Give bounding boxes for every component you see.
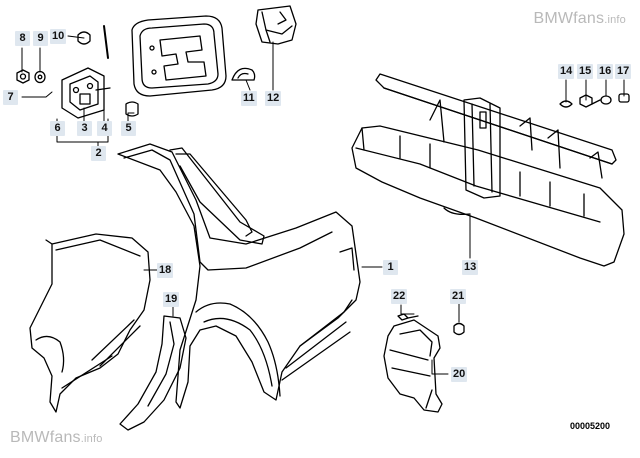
watermark-bottom: BMWfans.info bbox=[10, 429, 103, 446]
callout-9: 9 bbox=[33, 31, 48, 46]
callout-5: 5 bbox=[121, 121, 136, 136]
fender-section-18 bbox=[29, 233, 151, 413]
callout-17: 17 bbox=[615, 64, 632, 79]
callout-18: 18 bbox=[157, 263, 174, 278]
callout-20: 20 bbox=[451, 367, 468, 382]
callout-3: 3 bbox=[77, 121, 92, 136]
side-panel-1 bbox=[117, 143, 361, 409]
fasteners-top-right bbox=[559, 93, 630, 108]
callout-14: 14 bbox=[558, 64, 575, 79]
callout-19: 19 bbox=[163, 292, 180, 307]
fasteners-top-left bbox=[16, 25, 109, 84]
bracket-12 bbox=[255, 5, 297, 45]
callout-4: 4 bbox=[97, 121, 112, 136]
trim-strip-19 bbox=[119, 315, 187, 431]
leader-lines bbox=[21, 35, 625, 375]
callout-8: 8 bbox=[15, 31, 30, 46]
callout-12: 12 bbox=[265, 91, 282, 106]
mud-flap-20 bbox=[383, 313, 465, 413]
callout-13: 13 bbox=[462, 260, 479, 275]
watermark-top: BMWfans.info bbox=[533, 10, 626, 27]
callout-10: 10 bbox=[50, 29, 67, 44]
callout-21: 21 bbox=[450, 289, 467, 304]
diagram-code: 00005200 bbox=[569, 421, 610, 431]
fuel-filler-flap bbox=[131, 15, 227, 97]
callout-1: 1 bbox=[383, 260, 398, 275]
callout-2: 2 bbox=[91, 146, 106, 161]
fuel-flap-hinge bbox=[61, 67, 139, 119]
callout-7: 7 bbox=[3, 90, 18, 105]
callout-6: 6 bbox=[50, 121, 65, 136]
callout-22: 22 bbox=[391, 289, 408, 304]
grommet-11 bbox=[231, 67, 256, 81]
callout-15: 15 bbox=[577, 64, 594, 79]
callout-11: 11 bbox=[241, 91, 257, 106]
rear-panel-13 bbox=[351, 73, 625, 267]
callout-16: 16 bbox=[597, 64, 614, 79]
